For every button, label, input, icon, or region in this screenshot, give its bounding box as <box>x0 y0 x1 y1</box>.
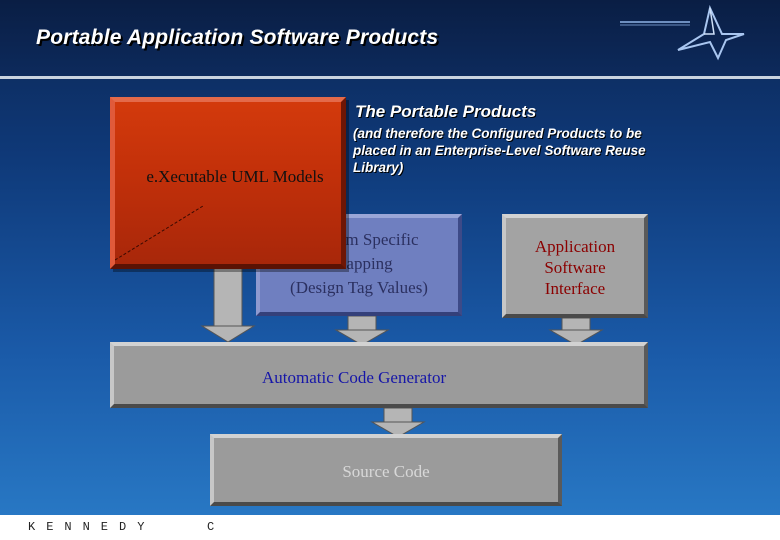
uml-diagonal-line <box>115 205 204 261</box>
footer-bar: KENNEDY C <box>0 515 780 540</box>
portable-products-note: (and therefore the Configured Products t… <box>353 126 646 175</box>
platform-mapping-line3: (Design Tag Values) <box>290 278 428 297</box>
app-interface-label: Application Software Interface <box>534 237 616 298</box>
footer-org: KENNEDY <box>28 520 156 534</box>
code-generator-box: Automatic Code Generator <box>110 342 648 408</box>
star-logo-icon <box>620 4 745 61</box>
app-interface-box: Application Software Interface <box>502 214 648 318</box>
code-generator-label: Automatic Code Generator <box>262 368 447 387</box>
platform-mapping-line1: m Specific <box>345 230 419 249</box>
uml-models-label: e.Xecutable UML Models <box>146 167 324 186</box>
arrow-uml-down <box>200 268 256 343</box>
arrow-platform-down <box>334 316 390 346</box>
slide-title: Portable Application Software Products <box>36 26 439 49</box>
slide-header <box>0 0 780 76</box>
platform-mapping-line2: Mapping <box>331 254 393 273</box>
arrow-codegen-down <box>370 408 426 438</box>
header-divider <box>0 76 780 79</box>
portable-products-heading: The Portable Products <box>355 102 537 121</box>
source-code-box: Source Code <box>210 434 562 506</box>
arrow-appif-down <box>548 318 604 346</box>
uml-models-box: e.Xecutable UML Models <box>110 97 346 269</box>
footer-suffix: C <box>207 520 215 534</box>
source-code-label: Source Code <box>342 462 430 481</box>
